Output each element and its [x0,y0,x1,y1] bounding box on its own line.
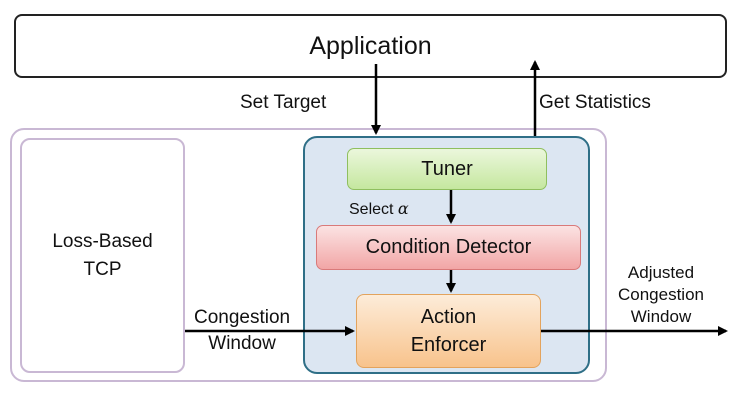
set-target-label: Set Target [240,92,327,113]
congestion-window-label: Congestion Window [194,305,290,357]
adjusted-line3: Window [630,307,692,326]
condition-detector-box: Condition Detector [316,225,581,270]
action-enforcer-line2: Enforcer [410,334,487,356]
adjusted-congestion-window-label: Adjusted Congestion Window [606,262,716,328]
adjusted-line1: Adjusted [627,263,695,282]
congestion-window-line1: Congestion [194,307,291,328]
application-label: Application [309,31,432,60]
application-box: Application [14,14,727,78]
condition-detector-label: Condition Detector [365,236,532,258]
select-text: Select [349,201,394,218]
action-enforcer-line1: Action [420,306,477,328]
adjusted-line2: Congestion [617,285,704,304]
tcp-label-line1: Loss-Based [52,230,153,252]
alpha-symbol: α [397,199,409,218]
congestion-window-line2: Window [208,333,276,354]
tcp-label-line2: TCP [83,258,122,280]
get-statistics-label: Get Statistics [539,92,651,113]
tuner-label: Tuner [421,157,473,180]
tuner-box: Tuner [347,148,547,190]
loss-based-tcp-box: Loss-Based TCP [20,138,185,373]
action-enforcer-box: Action Enforcer [356,294,541,368]
select-alpha-label: Select α [349,199,409,219]
